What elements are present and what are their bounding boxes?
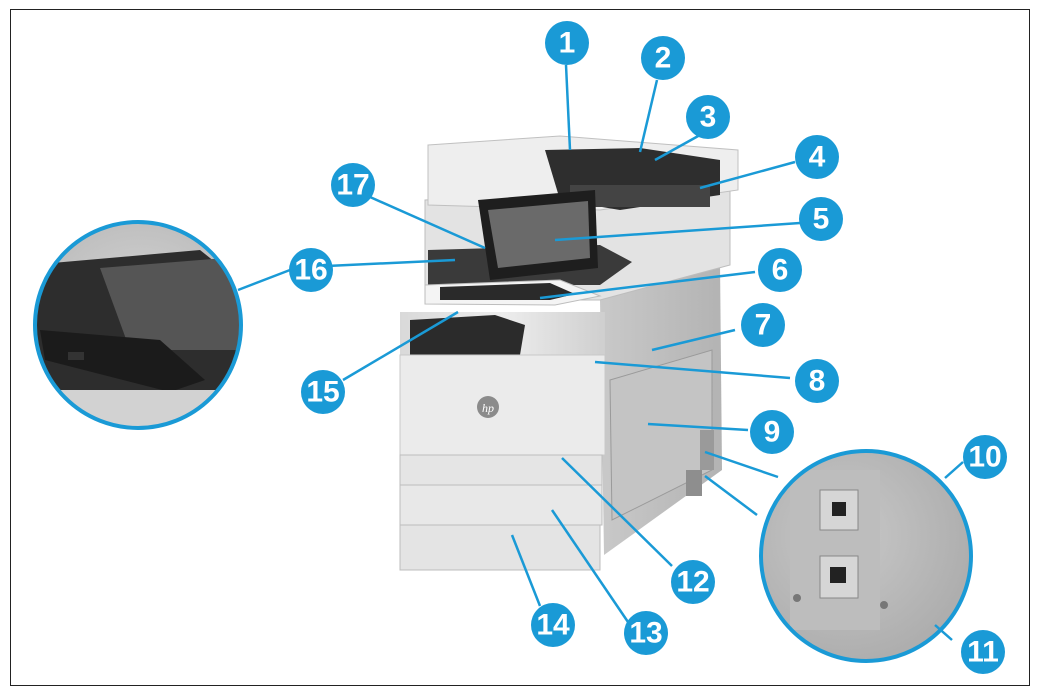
leader-line-1 <box>564 64 572 151</box>
zoom-circle-right <box>759 449 973 663</box>
leader-line-3 <box>654 133 701 162</box>
output-bin-lower <box>410 315 525 356</box>
callout-11: 11 <box>961 630 1005 674</box>
callout-17: 17 <box>331 163 375 207</box>
zoom-panel-screen <box>100 258 241 350</box>
control-panel-screen <box>488 201 590 268</box>
leader-line-12 <box>561 457 673 567</box>
leader-line-8 <box>594 360 791 380</box>
callout-label: 4 <box>809 141 826 174</box>
tray-1 <box>399 454 603 486</box>
callout-2: 2 <box>641 36 685 80</box>
tray-2 <box>399 484 603 526</box>
callout-4: 4 <box>795 135 839 179</box>
leader-line-13 <box>550 509 630 623</box>
callout-6: 6 <box>758 248 802 292</box>
front-door <box>399 354 606 456</box>
printer-illustration: hp <box>399 135 739 571</box>
zoom-control-panel-usb <box>33 220 243 430</box>
callout-5: 5 <box>799 197 843 241</box>
callout-8: 8 <box>795 359 839 403</box>
fax-port-icon <box>830 567 846 583</box>
leader-line-15 <box>342 310 459 382</box>
leader-line-5 <box>554 221 801 242</box>
printer-foot <box>686 470 702 496</box>
leader-line-6 <box>539 270 756 300</box>
leader-line-10-zoom <box>944 461 964 479</box>
zoom-port-lower <box>819 555 859 599</box>
callout-label: 3 <box>700 101 717 134</box>
leader-line-9 <box>647 422 749 432</box>
keyboard <box>440 283 575 300</box>
callout-9: 9 <box>750 410 794 454</box>
tray-3 <box>399 524 601 571</box>
callout-label: 15 <box>306 376 339 409</box>
leader-line-11 <box>704 475 758 516</box>
leader-line-16 <box>326 258 456 268</box>
ethernet-port-icon <box>832 502 846 516</box>
callout-7: 7 <box>741 303 785 347</box>
usb-port-icon <box>68 352 84 360</box>
callout-label: 17 <box>336 169 369 202</box>
leader-line-7 <box>651 328 736 352</box>
callout-label: 6 <box>772 254 789 287</box>
hp-logo-icon: hp <box>477 396 499 418</box>
leader-lines <box>237 64 964 641</box>
callout-1: 1 <box>545 21 589 65</box>
callout-3: 3 <box>686 95 730 139</box>
callout-label: 8 <box>809 365 826 398</box>
svg-text:hp: hp <box>482 401 494 415</box>
port-panel <box>700 430 714 470</box>
callout-label: 13 <box>629 617 662 650</box>
callout-16: 16 <box>289 248 333 292</box>
callout-14: 14 <box>531 603 575 647</box>
callout-label: 5 <box>813 203 830 236</box>
callout-label: 12 <box>676 566 709 599</box>
callout-12: 12 <box>671 560 715 604</box>
callout-10: 10 <box>963 435 1007 479</box>
screw-icon <box>793 594 801 602</box>
zoom-circle-left <box>33 220 243 430</box>
callout-badges: 1 2 3 4 5 6 7 8 <box>289 21 1007 674</box>
leader-line-14 <box>510 534 542 607</box>
leader-line-4 <box>699 160 796 190</box>
leader-line-2 <box>638 79 659 153</box>
leader-line-17 <box>369 195 486 250</box>
leader-line-10 <box>704 450 779 479</box>
screw-icon <box>880 601 888 609</box>
zoom-panel-bezel <box>40 330 205 392</box>
callout-label: 7 <box>755 309 772 342</box>
leader-line-16-zoom <box>237 268 291 292</box>
feeder-output-slot <box>570 185 710 207</box>
callout-label: 14 <box>536 609 570 642</box>
callout-label: 10 <box>968 441 1001 474</box>
callout-label: 11 <box>967 636 999 669</box>
leader-line-11-zoom <box>934 624 953 641</box>
callout-label: 9 <box>764 416 781 449</box>
callout-label: 2 <box>655 42 672 75</box>
callout-15: 15 <box>301 370 345 414</box>
callout-13: 13 <box>624 611 668 655</box>
callout-label: 1 <box>559 27 576 60</box>
callout-label: 16 <box>294 254 327 287</box>
